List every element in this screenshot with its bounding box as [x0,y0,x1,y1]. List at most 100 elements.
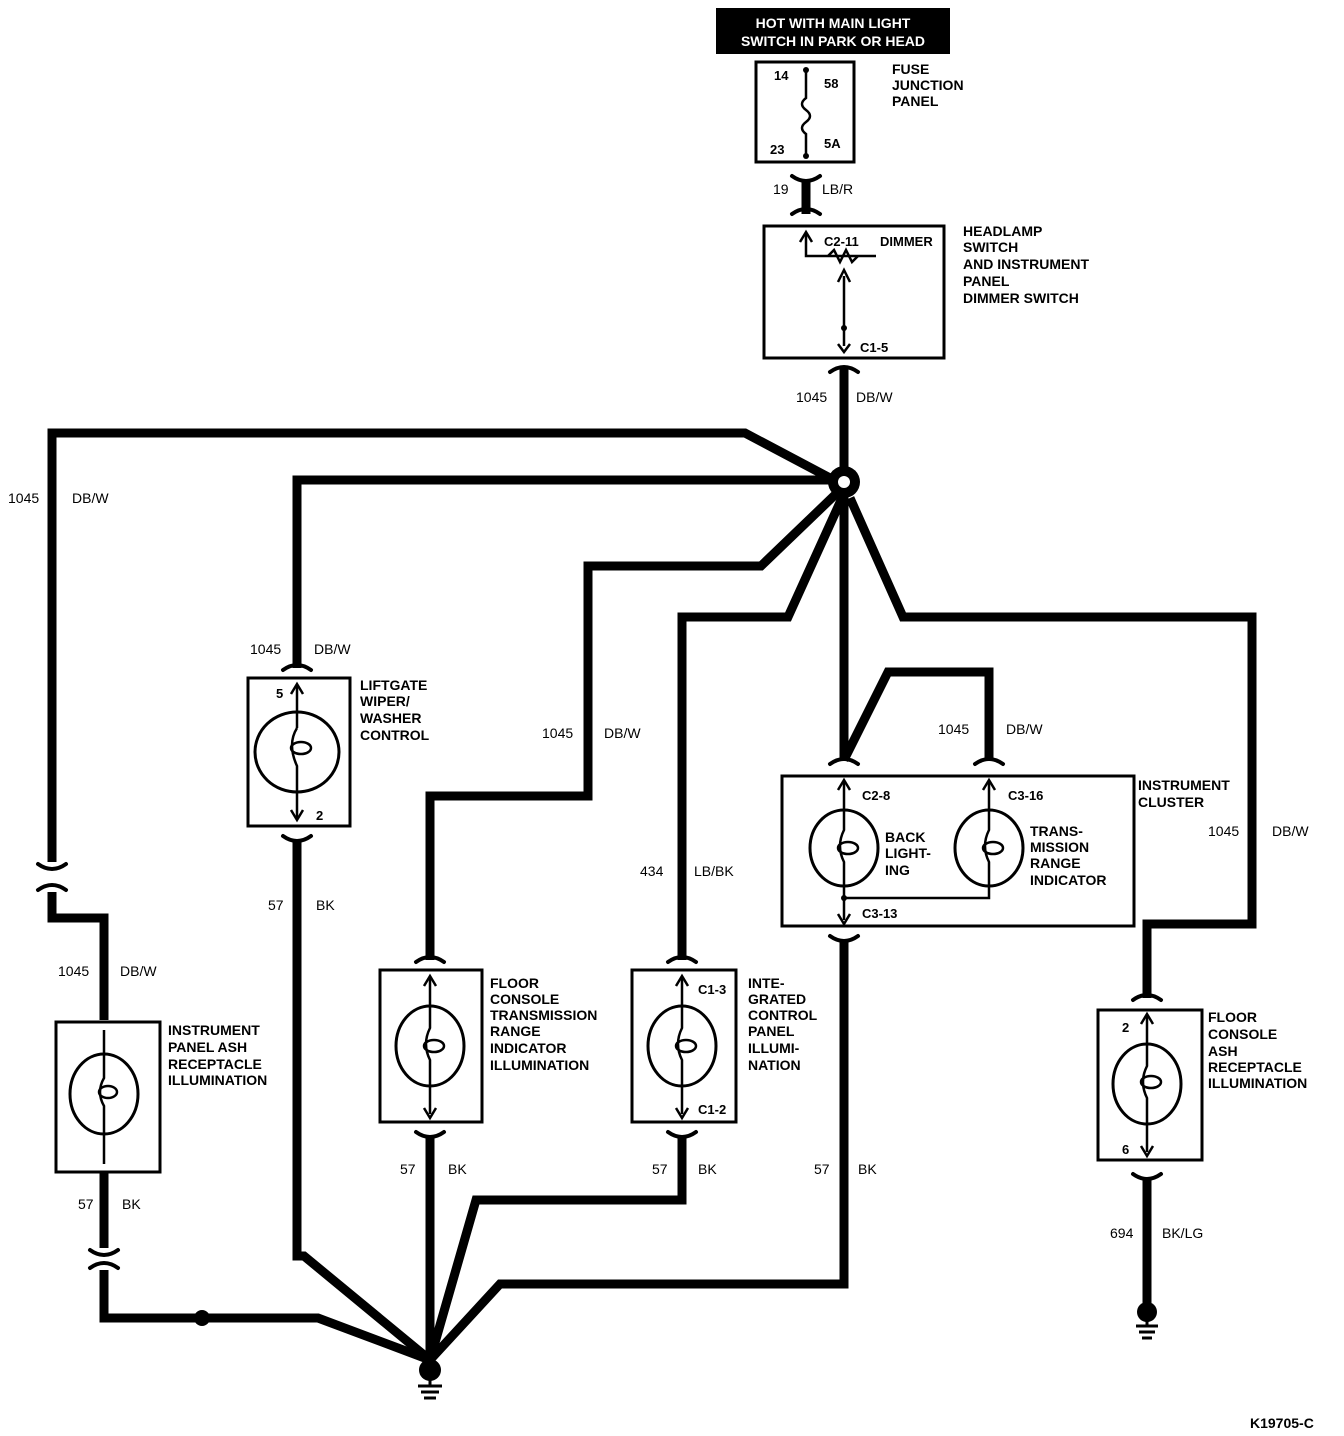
svg-text:ASH: ASH [1208,1043,1238,1059]
wire-57-cluster-num: 57 [814,1161,830,1177]
wire-1045-floor-num: 1045 [542,725,573,741]
wire-57-liftgate-color: BK [316,897,335,913]
svg-text:WASHER: WASHER [360,710,421,726]
dimmer-label: DIMMER [880,234,933,249]
svg-text:PANEL ASH: PANEL ASH [168,1039,247,1055]
wires [47,180,1257,1365]
svg-text:PANEL: PANEL [963,273,1010,289]
wire-19-color: LB/R [822,181,853,197]
wire-434-num: 434 [640,863,664,879]
svg-text:PANEL: PANEL [748,1023,795,1039]
headlamp-pin-c2-11: C2-11 [824,234,859,249]
ip-ash-receptacle-illumination [54,1020,162,1174]
wire-1045-right-num: 1045 [1208,823,1239,839]
header-line-1: HOT WITH MAIN LIGHT [756,15,911,31]
cluster-pin-c3-16: C3-16 [1008,788,1043,803]
wire-1045-cluster-num: 1045 [938,721,969,737]
figure-id: K19705-C [1250,1415,1314,1431]
instrument-cluster: C2-8 C3-16 C3-13 BACK LIGHT- ING TRANS- … [780,774,1136,928]
wire-57-icp-num: 57 [652,1161,668,1177]
svg-text:ILLUMINATION: ILLUMINATION [168,1072,267,1088]
wire-57-liftgate-num: 57 [268,897,284,913]
integrated-control-panel-illumination: C1-3 C1-2 [630,968,738,1124]
svg-text:ILLUMI-: ILLUMI- [748,1040,800,1056]
wire-57-floor-num: 57 [400,1161,416,1177]
cluster-label: INSTRUMENT CLUSTER [1138,777,1230,810]
liftgate-label: LIFTGATE WIPER/ WASHER CONTROL [360,677,430,743]
svg-text:CONTROL: CONTROL [360,727,430,743]
svg-text:SWITCH: SWITCH [963,239,1018,255]
floor-console-trans-indicator-illumination [378,968,484,1124]
wire-434-color: LB/BK [694,863,734,879]
cluster-pin-c2-8: C2-8 [862,788,890,803]
power-source-header: HOT WITH MAIN LIGHT SWITCH IN PARK OR HE… [716,8,950,54]
ground-symbol-main [418,1359,442,1400]
icp-pin-c1-3: C1-3 [698,982,726,997]
wire-57-cluster-color: BK [858,1161,877,1177]
cluster-pin-c3-13: C3-13 [862,906,897,921]
fuse-pin-5a: 5A [824,136,841,151]
headlamp-switch-label: HEADLAMP SWITCH AND INSTRUMENT PANEL DIM… [963,223,1089,306]
wire-57-icp-color: BK [698,1161,717,1177]
headlamp-pin-c1-5: C1-5 [860,340,888,355]
wire-1045-ash-color: DB/W [120,963,157,979]
svg-text:LIFTGATE: LIFTGATE [360,677,427,693]
svg-text:RECEPTACLE: RECEPTACLE [168,1056,262,1072]
wire-1045-left-color: DB/W [72,490,109,506]
wire-1045-liftgate-color: DB/W [314,641,351,657]
liftgate-pin-2: 2 [316,808,323,823]
backlighting-label-1: BACK [885,829,925,845]
wire-1045-cluster-color: DB/W [1006,721,1043,737]
wire-1045-main-num: 1045 [796,389,827,405]
wire-694-num: 694 [1110,1225,1134,1241]
icp-pin-c1-2: C1-2 [698,1102,726,1117]
headlamp-switch: C2-11 DIMMER C1-5 [762,224,946,360]
svg-text:ILLUMINATION: ILLUMINATION [1208,1075,1307,1091]
svg-text:INSTRUMENT: INSTRUMENT [168,1022,260,1038]
svg-text:CONTROL: CONTROL [748,1007,818,1023]
ground-splice-point [194,1310,210,1326]
fuse-panel-label: FUSE JUNCTION PANEL [892,61,964,109]
trans-indicator-label-3: RANGE [1030,855,1081,871]
trans-indicator-label-1: TRANS- [1030,823,1083,839]
ip-ash-label: INSTRUMENT PANEL ASH RECEPTACLE ILLUMINA… [168,1022,267,1088]
svg-text:FLOOR: FLOOR [1208,1009,1257,1025]
wire-1045-left-num: 1045 [8,490,39,506]
svg-text:TRANSMISSION: TRANSMISSION [490,1007,597,1023]
fuse-junction-panel: 14 58 23 5A [754,60,856,164]
svg-text:DIMMER SWITCH: DIMMER SWITCH [963,290,1079,306]
floor-trans-label: FLOOR CONSOLE TRANSMISSION RANGE INDICAT… [490,975,597,1073]
svg-text:HEADLAMP: HEADLAMP [963,223,1042,239]
wire-57-floor-color: BK [448,1161,467,1177]
fuse-pin-23: 23 [770,142,784,157]
wire-694-color: BK/LG [1162,1225,1203,1241]
trans-indicator-label-2: MISSION [1030,839,1089,855]
svg-text:WIPER/: WIPER/ [360,693,410,709]
backlighting-label-2: LIGHT- [885,845,931,861]
wire-57-ash-num: 57 [78,1196,94,1212]
wire-1045-liftgate-num: 1045 [250,641,281,657]
svg-text:CLUSTER: CLUSTER [1138,794,1204,810]
svg-text:PANEL: PANEL [892,93,939,109]
svg-text:AND INSTRUMENT: AND INSTRUMENT [963,256,1089,272]
fuse-pin-14: 14 [774,68,789,83]
wire-1045-ash-num: 1045 [58,963,89,979]
wire-19-num: 19 [773,181,789,197]
fuse-pin-58: 58 [824,76,838,91]
floor-ash-pin-2: 2 [1122,1020,1129,1035]
icp-label: INTE- GRATED CONTROL PANEL ILLUMI- NATIO… [748,975,818,1073]
wire-57-ash-color: BK [122,1196,141,1212]
wire-1045-floor-color: DB/W [604,725,641,741]
svg-text:CONSOLE: CONSOLE [1208,1026,1277,1042]
wire-1045-main-color: DB/W [856,389,893,405]
backlighting-label-3: ING [885,862,910,878]
svg-text:RECEPTACLE: RECEPTACLE [1208,1059,1302,1075]
svg-text:GRATED: GRATED [748,991,806,1007]
wire-1045-right-color: DB/W [1272,823,1309,839]
svg-text:FUSE: FUSE [892,61,929,77]
svg-text:INSTRUMENT: INSTRUMENT [1138,777,1230,793]
svg-text:CONSOLE: CONSOLE [490,991,559,1007]
svg-text:NATION: NATION [748,1057,801,1073]
svg-text:ILLUMINATION: ILLUMINATION [490,1057,589,1073]
